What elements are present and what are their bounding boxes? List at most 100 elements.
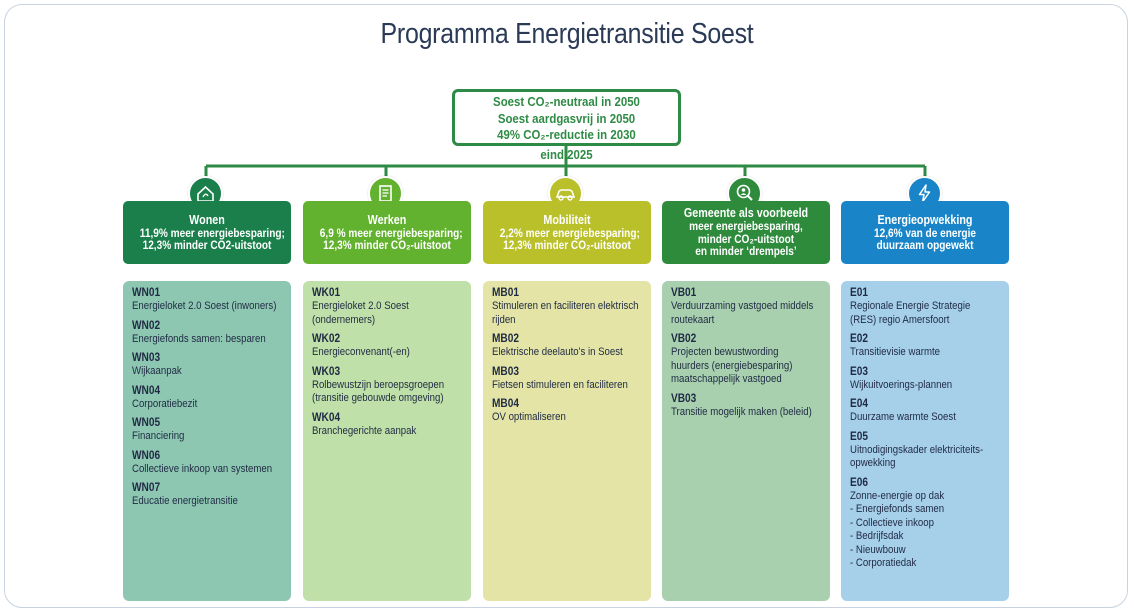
header-gemeente: Gemeente als voorbeeld meer energiebespa…: [662, 201, 830, 264]
item-code: WK02: [312, 333, 341, 345]
item-code: E05: [850, 430, 869, 443]
item-text: Educatie energietransitie: [132, 495, 238, 507]
header-line: 12,6% van de energie: [874, 225, 976, 240]
item-sub: - Collectieve inkoop: [850, 516, 934, 529]
header-title: Mobiliteit: [543, 212, 591, 227]
item-text: Wijkuitvoerings-plannen: [850, 378, 953, 391]
header-wonen: Wonen 11,9% meer energiebesparing; 12,3%…: [123, 201, 291, 264]
item-code: MB03: [492, 365, 520, 378]
item-code: WN01: [132, 287, 161, 299]
header-line: 12,3% minder CO₂-uitstoot: [503, 238, 631, 252]
header-title: Wonen: [189, 212, 225, 227]
header-werken: Werken 6,9 % meer energiebesparing; 12,3…: [303, 201, 471, 264]
item-code: WN02: [132, 319, 161, 332]
item-code: E02: [850, 333, 869, 345]
item-sub: - Nieuwbouw: [850, 543, 906, 556]
item-code: MB02: [492, 333, 520, 345]
item-code: E06: [850, 476, 869, 489]
item-text: Duurzame warmte Soest: [850, 411, 956, 423]
item-code: WN03: [132, 352, 161, 364]
goal-line: Soest CO₂-neutraal in 2050: [493, 94, 640, 109]
item-text: Fietsen stimuleren en faciliteren: [492, 378, 628, 391]
item-text: Stimuleren en faciliteren elektrisch rij…: [492, 300, 639, 326]
item-code: E03: [850, 365, 869, 378]
header-line: 6,9 % meer energiebesparing;: [319, 225, 463, 240]
item-text: Energieconvenant(-en): [312, 346, 410, 358]
item-text: Elektrische deelauto's in Soest: [492, 346, 623, 358]
header-title: Energieopwekking: [877, 212, 973, 227]
diagram-title: Programma Energietransitie Soest: [380, 18, 754, 50]
goal-box: Soest CO₂-neutraal in 2050 Soest aardgas…: [452, 89, 681, 146]
header-line: 12,3% minder CO₂-uitstoot: [323, 238, 451, 252]
header-line: duurzaam opgewekt: [876, 238, 974, 252]
header-line: minder CO₂-uitstoot: [697, 231, 795, 246]
item-code: WK04: [312, 411, 341, 424]
item-code: E04: [850, 398, 869, 410]
item-text: Uitnodigingskader elektriciteits-opwekki…: [850, 443, 984, 470]
item-text: Projecten bewustwording huurders (energi…: [671, 346, 793, 385]
item-sub: - Bedrijfsdak: [850, 530, 904, 542]
header-line: 2,2% meer energiebesparing;: [499, 225, 640, 240]
item-text: Energiefonds samen: besparen: [132, 332, 266, 345]
item-code: E01: [850, 287, 869, 299]
item-text: Financiering: [132, 430, 185, 442]
header-line: 11,9% meer energiebesparing;: [139, 225, 285, 240]
list-item: E06 Zonne-energie op dak - Energiefonds …: [850, 477, 1000, 571]
header-title: Werken: [367, 212, 407, 227]
item-code: VB03: [671, 392, 697, 405]
goal-line: 49% CO₂-reductie in 2030: [497, 127, 636, 142]
item-text: Branchegerichte aanpak: [312, 424, 417, 437]
item-sub: - Corporatiedak: [850, 557, 917, 569]
item-code: VB01: [671, 287, 697, 299]
item-text: Corporatiebezit: [132, 397, 198, 410]
item-code: VB02: [671, 333, 697, 345]
item-code: WN06: [132, 449, 161, 462]
item-sub: - Energiefonds samen: [850, 503, 945, 515]
item-code: WN05: [132, 417, 161, 429]
header-line: en minder ‘drempels’: [695, 244, 797, 259]
item-code: WN07: [132, 482, 161, 494]
header-energieopwekking: Energieopwekking 12,6% van de energie du…: [841, 201, 1009, 264]
item-text: OV optimaliseren: [492, 411, 566, 423]
header-mobiliteit: Mobiliteit 2,2% meer energiebesparing; 1…: [483, 201, 651, 264]
item-text: Regionale Energie Strategie (RES) regio …: [850, 300, 971, 326]
header-title: Gemeente als voorbeeld: [683, 206, 809, 221]
item-text: Transitie mogelijk maken (beleid): [671, 405, 812, 418]
header-line: 12,3% minder CO2-uitstoot: [142, 238, 272, 252]
item-text: Verduurzaming vastgoed middels routekaar…: [671, 300, 814, 326]
item-code: MB01: [492, 287, 520, 299]
item-code: MB04: [492, 398, 520, 410]
goal-line: Soest aardgasvrij in 2050: [497, 110, 636, 126]
item-code: WN04: [132, 384, 161, 397]
item-text: Collectieve inkoop van systemen: [132, 462, 273, 475]
item-text: Energieloket 2.0 Soest (ondernemers): [312, 300, 409, 326]
item-text: Zonne-energie op dak: [850, 489, 945, 502]
header-line: meer energiebesparing,: [689, 219, 803, 234]
item-text: Transitievisie warmte: [850, 346, 941, 358]
